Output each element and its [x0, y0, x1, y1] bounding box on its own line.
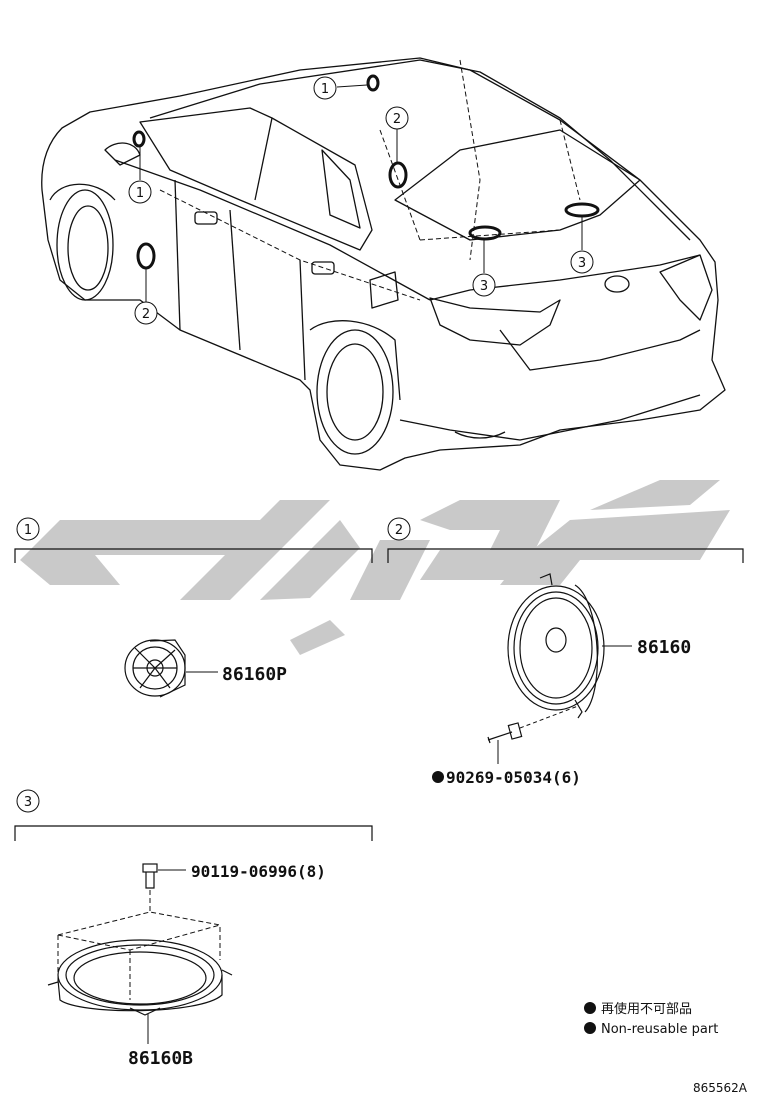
screw: [142, 863, 158, 889]
watermark-logo: [20, 480, 730, 655]
svg-text:1: 1: [321, 82, 329, 97]
diagram-id: 865562A: [693, 1081, 748, 1095]
svg-text:3: 3: [578, 256, 586, 271]
section-3-marker: 3: [16, 789, 40, 813]
section-2-bracket: [387, 548, 744, 563]
svg-text:1: 1: [136, 186, 144, 201]
svg-text:3: 3: [24, 795, 32, 810]
car-callout-2b: 2: [134, 301, 158, 325]
car-callout-3b: 3: [570, 250, 594, 274]
svg-text:2: 2: [142, 307, 150, 322]
section-1-marker: 1: [16, 517, 40, 541]
car-callout-3a: 3: [472, 273, 496, 297]
section-1: 1 86160P: [14, 517, 373, 698]
part-86160-label: 86160: [637, 637, 691, 658]
part-86160B-label: 86160B: [128, 1048, 193, 1069]
svg-text:2: 2: [395, 523, 403, 538]
tweeter-speaker: [124, 639, 186, 698]
legend-dot-2: [584, 1022, 596, 1034]
non-reusable-dot-rivet: [432, 771, 444, 783]
speaker-markers: [132, 74, 600, 302]
section-1-bracket: [14, 548, 373, 563]
car-callout-2a: 2: [385, 106, 409, 130]
part-86160P-label: 86160P: [222, 664, 287, 685]
car-callout-1b: 1: [128, 180, 152, 204]
rivet-dashed-line: [519, 705, 579, 729]
legend: 再使用不可部品 Non-reusable part: [584, 1001, 718, 1037]
rear-speaker-guide: [57, 890, 221, 1000]
car-outline: [41, 57, 726, 471]
car-callout-1a: 1: [313, 76, 337, 100]
section-2: 2 86160 90269-05034(6): [387, 517, 744, 787]
legend-dot-1: [584, 1002, 596, 1014]
section-2-marker: 2: [387, 517, 411, 541]
part-90269-label: 90269-05034(6): [446, 768, 581, 787]
door-speaker: [507, 573, 605, 719]
svg-text:1: 1: [24, 523, 32, 538]
rear-speaker: [47, 939, 233, 1016]
svg-text:2: 2: [393, 112, 401, 127]
rivet-bolt: [487, 722, 523, 744]
legend-jp: 再使用不可部品: [601, 1001, 692, 1017]
legend-en: Non-reusable part: [601, 1022, 718, 1037]
part-90119-label: 90119-06996(8): [191, 862, 326, 881]
section-3: 3 90119-06996(8) 86160B: [14, 789, 373, 1069]
section-3-bracket: [14, 825, 373, 841]
svg-text:3: 3: [480, 279, 488, 294]
